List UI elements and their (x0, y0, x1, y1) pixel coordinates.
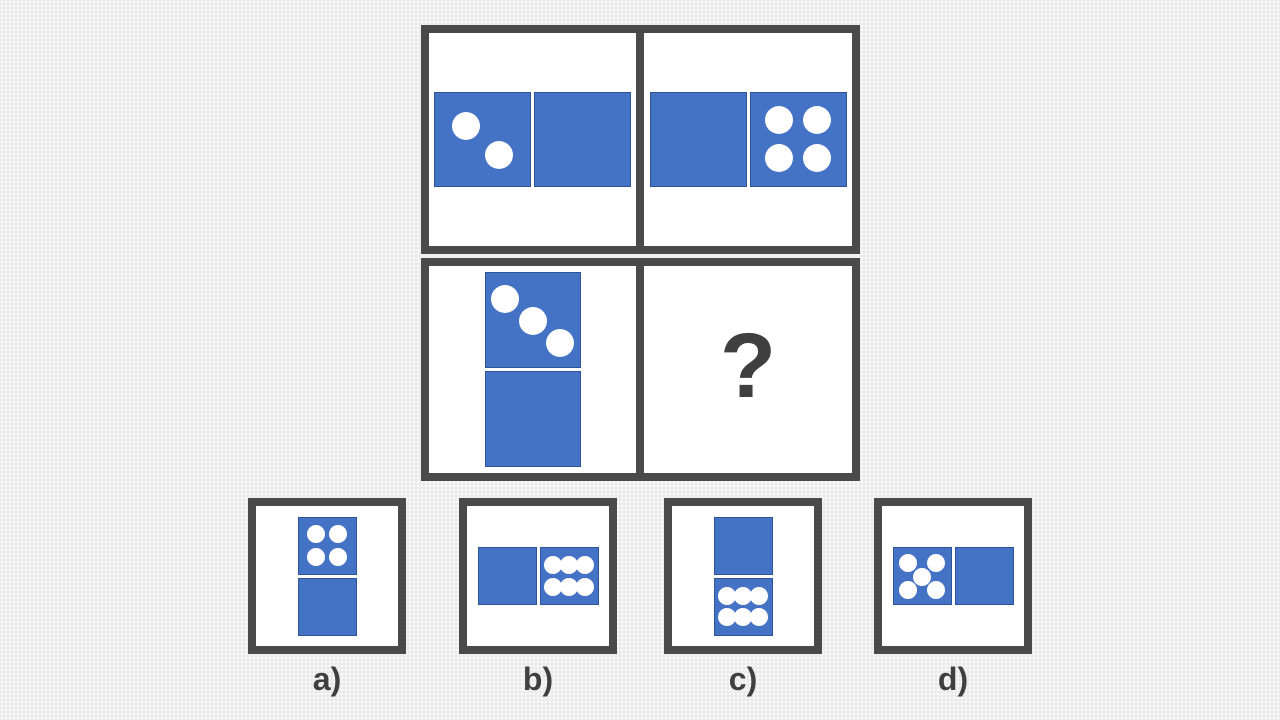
pip (545, 328, 574, 357)
domino-half-6-pips (539, 547, 599, 605)
pip (765, 144, 793, 173)
domino-horizontal (434, 92, 631, 187)
option-c-box[interactable] (664, 498, 822, 654)
pip (329, 547, 348, 566)
pip (734, 608, 752, 627)
domino-vertical (484, 272, 581, 467)
option-a-label: a) (312, 661, 342, 697)
pip (734, 586, 752, 605)
grid-cell-top-right (636, 25, 860, 254)
pip (575, 556, 594, 575)
domino-half-blank (534, 92, 631, 187)
pip (899, 554, 918, 573)
domino-half-4-pips (297, 516, 357, 575)
pip (899, 581, 918, 599)
pip (913, 567, 931, 586)
domino-half-blank (477, 547, 537, 605)
pip (329, 524, 348, 543)
domino-half-2-pips (434, 92, 531, 187)
domino-half-6-pips (713, 577, 773, 636)
pip (926, 581, 945, 599)
option-a: a) (248, 498, 406, 698)
pip (749, 586, 768, 605)
domino-half-5-pips (892, 547, 952, 605)
pip (718, 608, 737, 627)
pip (518, 306, 547, 335)
pip (306, 524, 325, 543)
option-b: b) (459, 498, 617, 698)
option-d-label: d) (937, 661, 969, 697)
option-c: c) (664, 498, 822, 698)
option-c-label: c) (728, 661, 758, 697)
domino-horizontal (649, 92, 847, 187)
pip (803, 144, 831, 173)
domino-half-4-pips (749, 92, 847, 187)
grid-cell-bottom-left (421, 258, 644, 481)
option-d: d) (874, 498, 1032, 698)
pip (718, 586, 737, 605)
pip (491, 285, 520, 314)
grid-cell-bottom-right: ? (636, 258, 860, 481)
domino-half-blank (954, 547, 1014, 605)
option-b-label: b) (522, 661, 554, 697)
pip (452, 111, 481, 140)
option-a-box[interactable] (248, 498, 406, 654)
pip (306, 547, 325, 566)
domino-half-blank (484, 371, 581, 467)
pip (484, 141, 513, 170)
pip (544, 577, 563, 596)
pip (560, 556, 578, 575)
domino-half-3-pips (484, 272, 581, 368)
domino-half-blank (297, 577, 357, 636)
pip (544, 556, 563, 575)
option-d-box[interactable] (874, 498, 1032, 654)
domino-half-blank (649, 92, 747, 187)
grid-cell-top-left (421, 25, 644, 254)
option-b-box[interactable] (459, 498, 617, 654)
pip (765, 105, 793, 134)
pip (926, 554, 945, 573)
pip (575, 577, 594, 596)
domino-horizontal (477, 547, 599, 605)
domino-half-blank (713, 516, 773, 575)
domino-vertical (713, 516, 773, 636)
question-mark: ? (719, 314, 777, 417)
domino-horizontal (892, 547, 1014, 605)
pip (560, 577, 578, 596)
domino-vertical (297, 516, 357, 636)
pip (803, 105, 831, 134)
pip (749, 608, 768, 627)
